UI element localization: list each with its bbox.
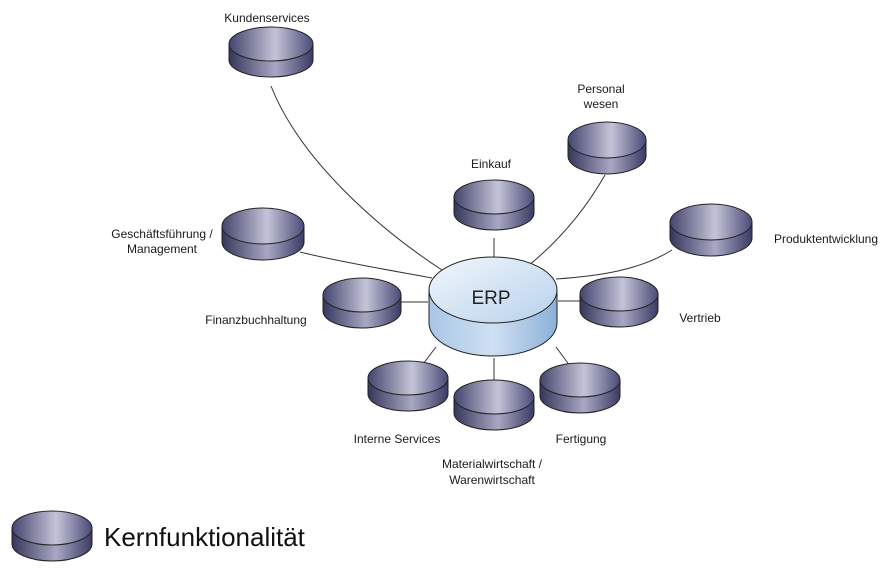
- einkauf-label: Einkauf: [471, 157, 512, 171]
- materialwirtschaft-label-line1: Materialwirtschaft /: [442, 457, 543, 471]
- finanzbuchhaltung-label: Finanzbuchhaltung: [205, 313, 306, 327]
- node-kundenservices: Kundenservices: [224, 11, 314, 78]
- personalwesen-label-line2: wesen: [583, 97, 619, 111]
- node-geschaeftsfuehrung: Geschäftsführung / Management: [111, 207, 305, 261]
- connector-produktentwicklung: [555, 249, 673, 280]
- materialwirtschaft-label-line2: Warenwirtschaft: [449, 473, 535, 487]
- node-interne-services: Interne Services: [354, 360, 449, 446]
- personalwesen-label-line1: Personal: [577, 82, 624, 96]
- node-fertigung: Fertigung: [539, 362, 621, 446]
- node-personalwesen: Personal wesen: [567, 82, 647, 175]
- geschaeftsfuehrung-label-line2: Management: [127, 242, 198, 256]
- connector-fertigung: [555, 346, 571, 367]
- legend: Kernfunktionalität: [11, 510, 306, 562]
- connector-personalwesen: [527, 174, 606, 267]
- erp-hub: ERP: [428, 256, 558, 357]
- produktentwicklung-label: Produktentwicklung: [774, 232, 878, 246]
- legend-label: Kernfunktionalität: [104, 522, 306, 552]
- erp-hub-label: ERP: [471, 288, 510, 309]
- connector-kundenservices: [270, 85, 446, 273]
- node-materialwirtschaft: Materialwirtschaft / Warenwirtschaft: [442, 379, 543, 487]
- connector-geschaeftsfuehrung: [299, 251, 433, 279]
- vertrieb-label: Vertrieb: [679, 311, 721, 325]
- legend-disk-icon: [11, 510, 93, 562]
- kundenservices-label: Kundenservices: [224, 11, 309, 25]
- geschaeftsfuehrung-label-line1: Geschäftsführung /: [111, 227, 213, 241]
- node-produktentwicklung: Produktentwicklung: [669, 203, 878, 257]
- connectors: [270, 85, 673, 380]
- node-vertrieb: Vertrieb: [579, 276, 721, 328]
- node-einkauf: Einkauf: [453, 157, 535, 231]
- interne-services-label: Interne Services: [354, 432, 441, 446]
- fertigung-label: Fertigung: [556, 432, 607, 446]
- node-finanzbuchhaltung: Finanzbuchhaltung: [205, 277, 402, 329]
